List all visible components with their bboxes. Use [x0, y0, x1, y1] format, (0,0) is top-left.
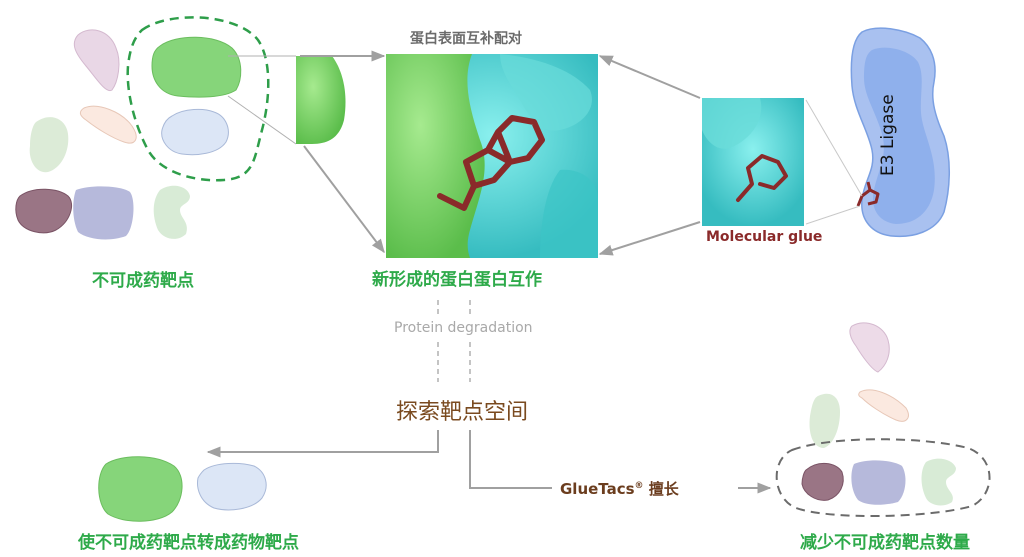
glue-surface-crop — [702, 98, 804, 226]
remaining-lavender-protein — [851, 460, 906, 505]
label-explore-space: 探索靶点空间 — [396, 400, 529, 425]
label-e3-ligase: E3 Ligase — [878, 94, 898, 176]
label-new-ppi: 新形成的蛋白蛋白互作 — [372, 270, 542, 290]
gluetacs-strength: 擅长 — [648, 480, 679, 498]
label-gluetacs: GlueTacs® 擅长 — [560, 478, 679, 499]
gluetacs-reg-mark: ® — [634, 481, 644, 491]
label-protein-degradation: Protein degradation — [394, 320, 533, 336]
arrow-glue-to-main-bottom — [598, 221, 701, 256]
label-reduce-targets: 减少不可成药靶点数量 — [800, 533, 970, 553]
label-surface-pairing: 蛋白表面互补配对 — [410, 31, 522, 47]
connector-line — [227, 95, 297, 145]
arrow-crop-to-main-bottom — [303, 145, 385, 254]
remaining-cluster-outline — [775, 438, 991, 518]
glue-on-ligase — [856, 181, 880, 207]
label-convert-targets: 使不可成药靶点转成药物靶点 — [78, 533, 299, 553]
converted-blue-protein — [197, 462, 267, 511]
green-target-protein — [151, 36, 242, 98]
converted-green-protein — [98, 456, 183, 522]
faded-protein-cluster-left — [15, 29, 190, 240]
connector-line — [805, 205, 861, 225]
blue-target-protein — [161, 108, 229, 156]
label-undruggable-targets: 不可成药靶点 — [92, 271, 194, 291]
line-to-gluetacs — [469, 430, 552, 489]
green-surface-crop — [296, 56, 348, 144]
remaining-purple-protein — [801, 463, 844, 501]
e3-ligase-shape — [850, 27, 951, 238]
ppi-surface-image — [386, 54, 598, 258]
remaining-green-protein — [921, 458, 956, 506]
label-molecular-glue: Molecular glue — [706, 229, 823, 245]
gluetacs-name: GlueTacs — [560, 480, 635, 498]
remaining-protein-cluster — [809, 322, 909, 448]
arrow-glue-to-main-top — [598, 55, 701, 99]
arrow-to-convert — [206, 430, 439, 458]
connector-line — [805, 99, 863, 197]
undruggable-cluster-outline — [126, 16, 270, 182]
